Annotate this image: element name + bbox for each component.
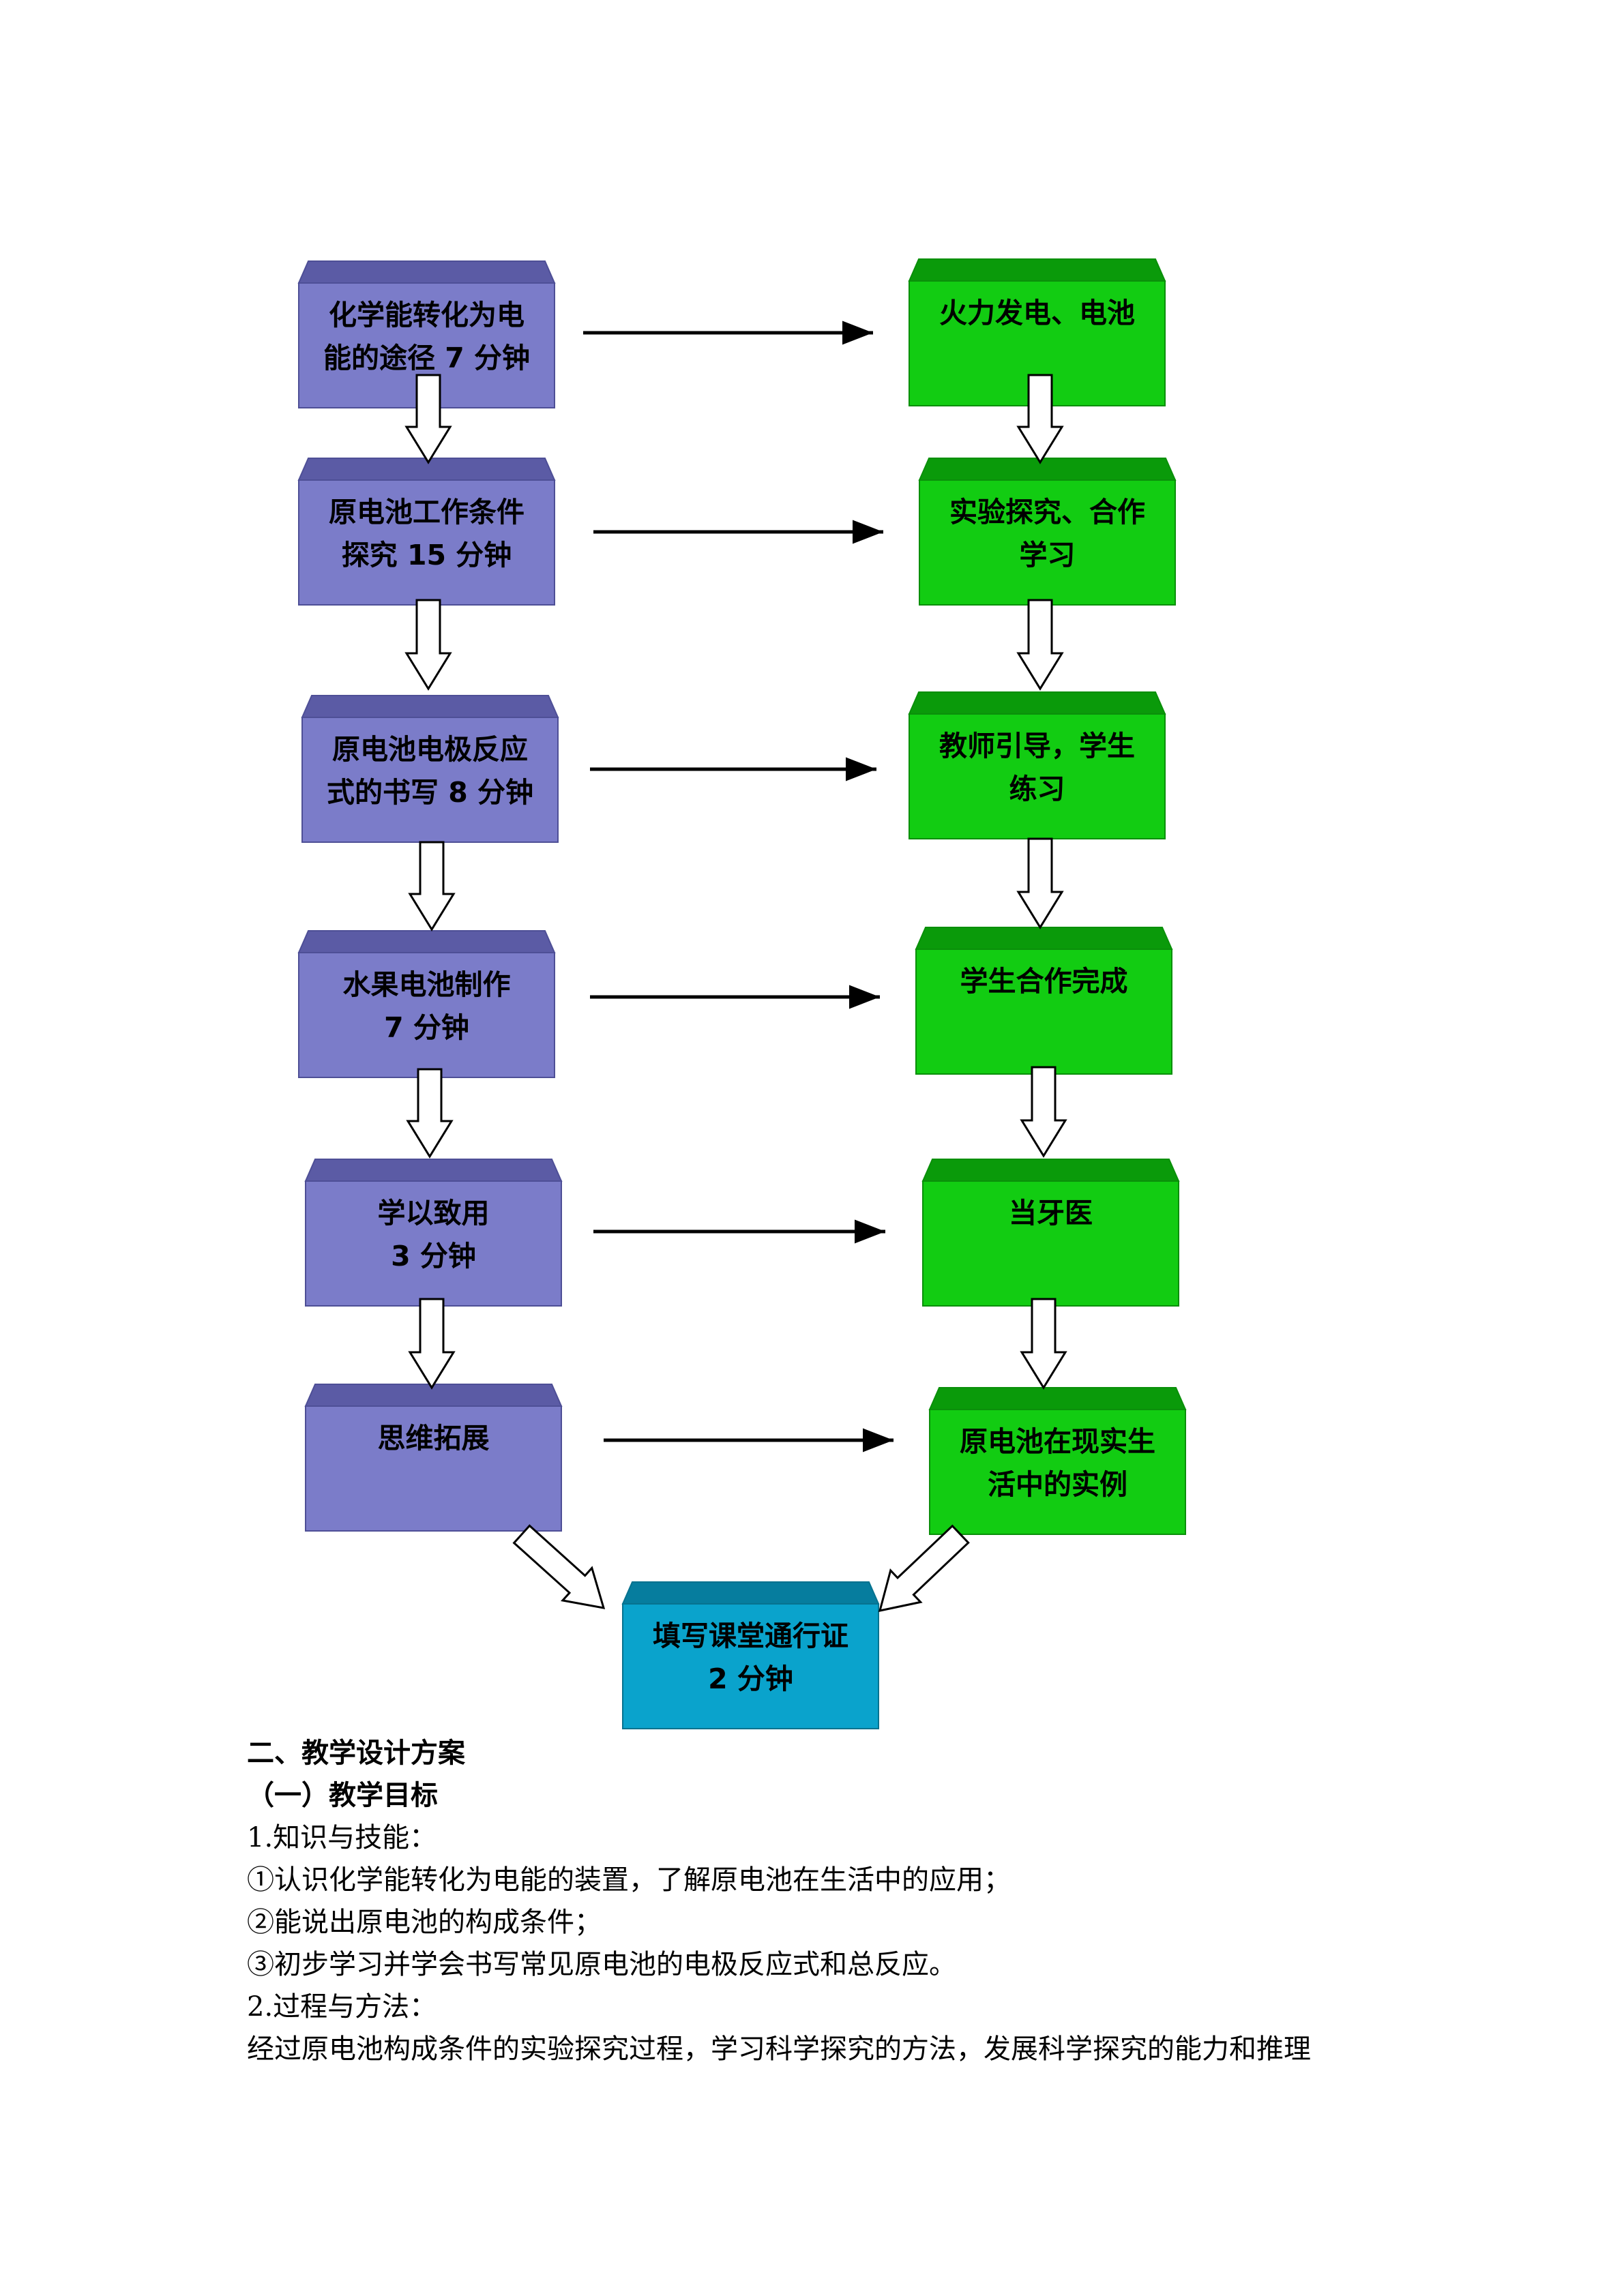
activity-label: 活中的实例 <box>988 1468 1127 1501</box>
step-box-left <box>297 930 556 1078</box>
down-arrow-right <box>1020 1066 1067 1158</box>
step-label: 7 分钟 <box>384 1011 469 1044</box>
step-label: 原电池电极反应 <box>332 733 528 766</box>
activity-label: 原电池在现实生 <box>960 1425 1155 1458</box>
objective-line: ②能说出原电池的构成条件； <box>247 1907 602 1938</box>
down-arrow-right <box>1016 599 1064 691</box>
diagonal-arrow-right <box>878 1524 970 1612</box>
step-box-left <box>304 1384 563 1532</box>
activity-box-right <box>918 458 1177 606</box>
step-box-left <box>297 458 556 606</box>
activity-label: 火力发电、电池 <box>939 297 1135 329</box>
activity-box-right <box>928 1387 1187 1535</box>
down-arrow-left <box>408 1298 456 1390</box>
final-step-box <box>621 1581 880 1729</box>
step-label: 水果电池制作 <box>343 968 511 1001</box>
activity-box-right <box>915 927 1173 1075</box>
activity-label: 当牙医 <box>1009 1197 1093 1229</box>
objective-line: 经过原电池构成条件的实验探究过程，学习科学探究的方法，发展科学探究的能力和推理 <box>247 2033 1311 2065</box>
step-label: 思维拓展 <box>378 1422 490 1455</box>
down-arrow-right <box>1016 374 1064 464</box>
step-label: 化学能转化为电 <box>329 299 525 331</box>
step-label: 能的途径 7 分钟 <box>323 342 530 374</box>
final-step-label: 填写课堂通行证 <box>653 1620 848 1652</box>
activity-label: 教师引导，学生 <box>939 730 1135 762</box>
step-label: 探究 15 分钟 <box>342 539 512 571</box>
activity-label: 实验探究、合作 <box>949 496 1145 528</box>
down-arrow-left <box>404 599 452 691</box>
down-arrow-right <box>1016 837 1064 929</box>
subsection-heading: （一）教学目标 <box>247 1780 438 1811</box>
objective-line: ③初步学习并学会书写常见原电池的电极反应式和总反应。 <box>247 1949 956 1980</box>
activity-label: 学生合作完成 <box>960 965 1128 998</box>
step-label: 3 分钟 <box>391 1240 476 1272</box>
step-label: 学以致用 <box>378 1197 490 1229</box>
step-label: 原电池工作条件 <box>329 496 525 528</box>
teaching-design-text: 二、教学设计方案 （一）教学目标 1.知识与技能： ①认识化学能转化为电能的装置… <box>247 1732 1543 2070</box>
section-heading: 二、教学设计方案 <box>247 1738 465 1769</box>
down-arrow-left <box>408 841 456 931</box>
objective-line: 2.过程与方法： <box>247 1991 437 2023</box>
down-arrow-right <box>1020 1298 1067 1390</box>
activity-box-right <box>908 691 1166 839</box>
final-step-label: 2 分钟 <box>708 1663 793 1695</box>
objective-line: ①认识化学能转化为电能的装置，了解原电池在生活中的应用； <box>247 1864 1011 1896</box>
step-box-left <box>301 695 559 843</box>
diagonal-arrow-left <box>512 1524 606 1609</box>
activity-label: 练习 <box>1009 773 1065 805</box>
activity-box-right <box>921 1159 1180 1307</box>
down-arrow-left <box>406 1068 454 1159</box>
down-arrow-left <box>404 374 452 464</box>
objective-line: 1.知识与技能： <box>247 1822 437 1853</box>
activity-label: 学习 <box>1020 539 1076 571</box>
step-box-left <box>304 1159 563 1307</box>
step-label: 式的书写 8 分钟 <box>327 776 533 809</box>
